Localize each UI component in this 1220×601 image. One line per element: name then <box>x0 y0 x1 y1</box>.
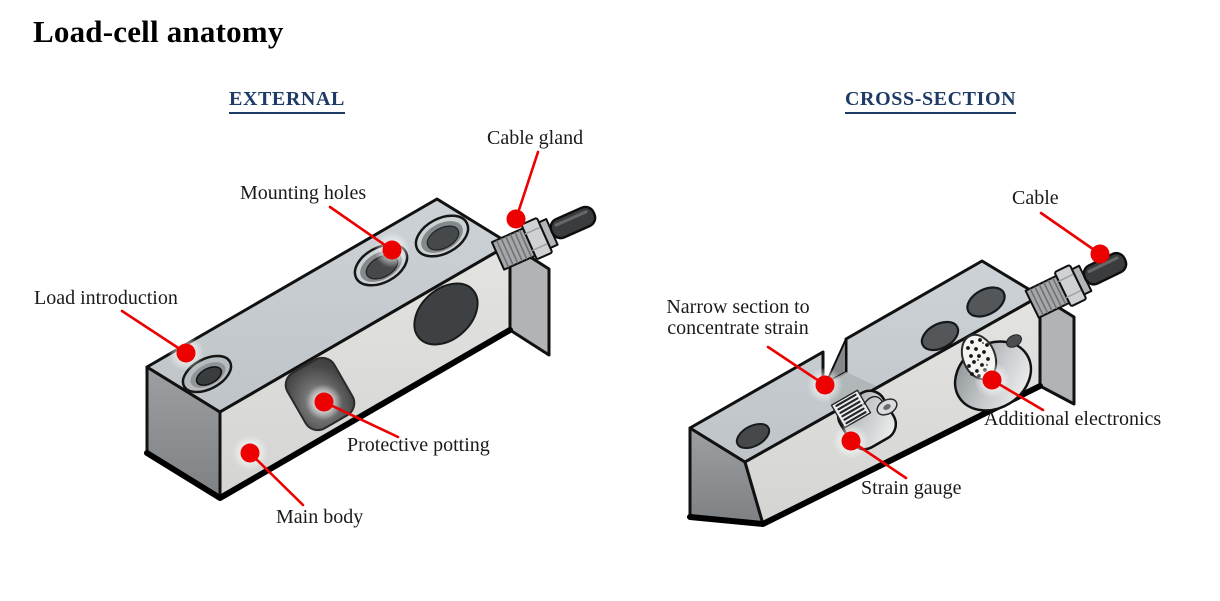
label-strain-gauge: Strain gauge <box>861 477 962 499</box>
top-hole-mid <box>920 320 960 352</box>
label-narrow-section: Narrow section to concentrate strain <box>645 297 831 339</box>
dot-main-body <box>240 443 260 463</box>
cable <box>549 205 597 240</box>
right-end-face <box>508 242 551 357</box>
dot-load-introduction <box>176 343 196 363</box>
side-hole <box>1006 334 1022 348</box>
label-additional-electronics: Additional electronics <box>984 408 1162 430</box>
dot-protective-potting <box>314 392 334 412</box>
cross-section-loadcell-drawing <box>687 251 1128 527</box>
leader-additional-electronics <box>990 378 1045 412</box>
right-end-face <box>1038 294 1076 406</box>
leader-cable-gland <box>514 150 540 221</box>
dot-cable <box>1090 244 1110 264</box>
marker-dots <box>176 209 1110 463</box>
label-mounting-holes: Mounting holes <box>240 182 367 204</box>
bottom-shadow-edge <box>687 383 1043 527</box>
leader-cable <box>1039 211 1102 256</box>
strain-gauge <box>830 389 872 429</box>
top-hole-far <box>966 286 1006 318</box>
mounting-hole-far <box>414 214 470 258</box>
leader-protective-potting <box>322 400 400 439</box>
potting-oval-opening <box>413 282 479 346</box>
dot-mounting-holes <box>382 240 402 260</box>
dot-additional-electronics <box>982 370 1002 390</box>
leader-strain-gauge <box>849 439 908 480</box>
cross-section-header: CROSS-SECTION <box>845 88 1017 114</box>
label-main-body: Main body <box>276 506 364 528</box>
gland-threads <box>1029 277 1067 316</box>
label-load-introduction: Load introduction <box>34 287 178 309</box>
gauge-screw-hole <box>876 398 898 416</box>
cross-section-header-text: CROSS-SECTION <box>845 88 1017 114</box>
cable-gland-assembly <box>490 205 597 271</box>
dot-strain-gauge <box>841 431 861 451</box>
dot-narrow-section <box>815 375 835 395</box>
leader-narrow-section <box>766 345 827 387</box>
cable-gland-assembly <box>1024 251 1128 319</box>
external-header: EXTERNAL <box>229 88 345 114</box>
label-narrow-section-line1: Narrow section to <box>666 296 810 318</box>
gland-threads <box>496 230 532 268</box>
annotation-markers <box>120 150 1110 507</box>
label-cable: Cable <box>1012 187 1059 209</box>
dot-cable-gland <box>506 209 526 229</box>
external-header-text: EXTERNAL <box>229 88 345 114</box>
top-hole-left-end <box>735 422 771 450</box>
label-cable-gland: Cable gland <box>487 127 584 149</box>
leader-lines <box>120 150 1102 507</box>
label-narrow-section-line2: concentrate strain <box>667 317 809 339</box>
label-protective-potting: Protective potting <box>347 434 490 456</box>
page-title: Load-cell anatomy <box>33 14 284 49</box>
leader-mounting-holes <box>328 205 394 252</box>
bottom-shadow-edge <box>144 327 513 501</box>
leader-main-body <box>248 451 305 507</box>
leader-load-introduction <box>120 309 188 355</box>
